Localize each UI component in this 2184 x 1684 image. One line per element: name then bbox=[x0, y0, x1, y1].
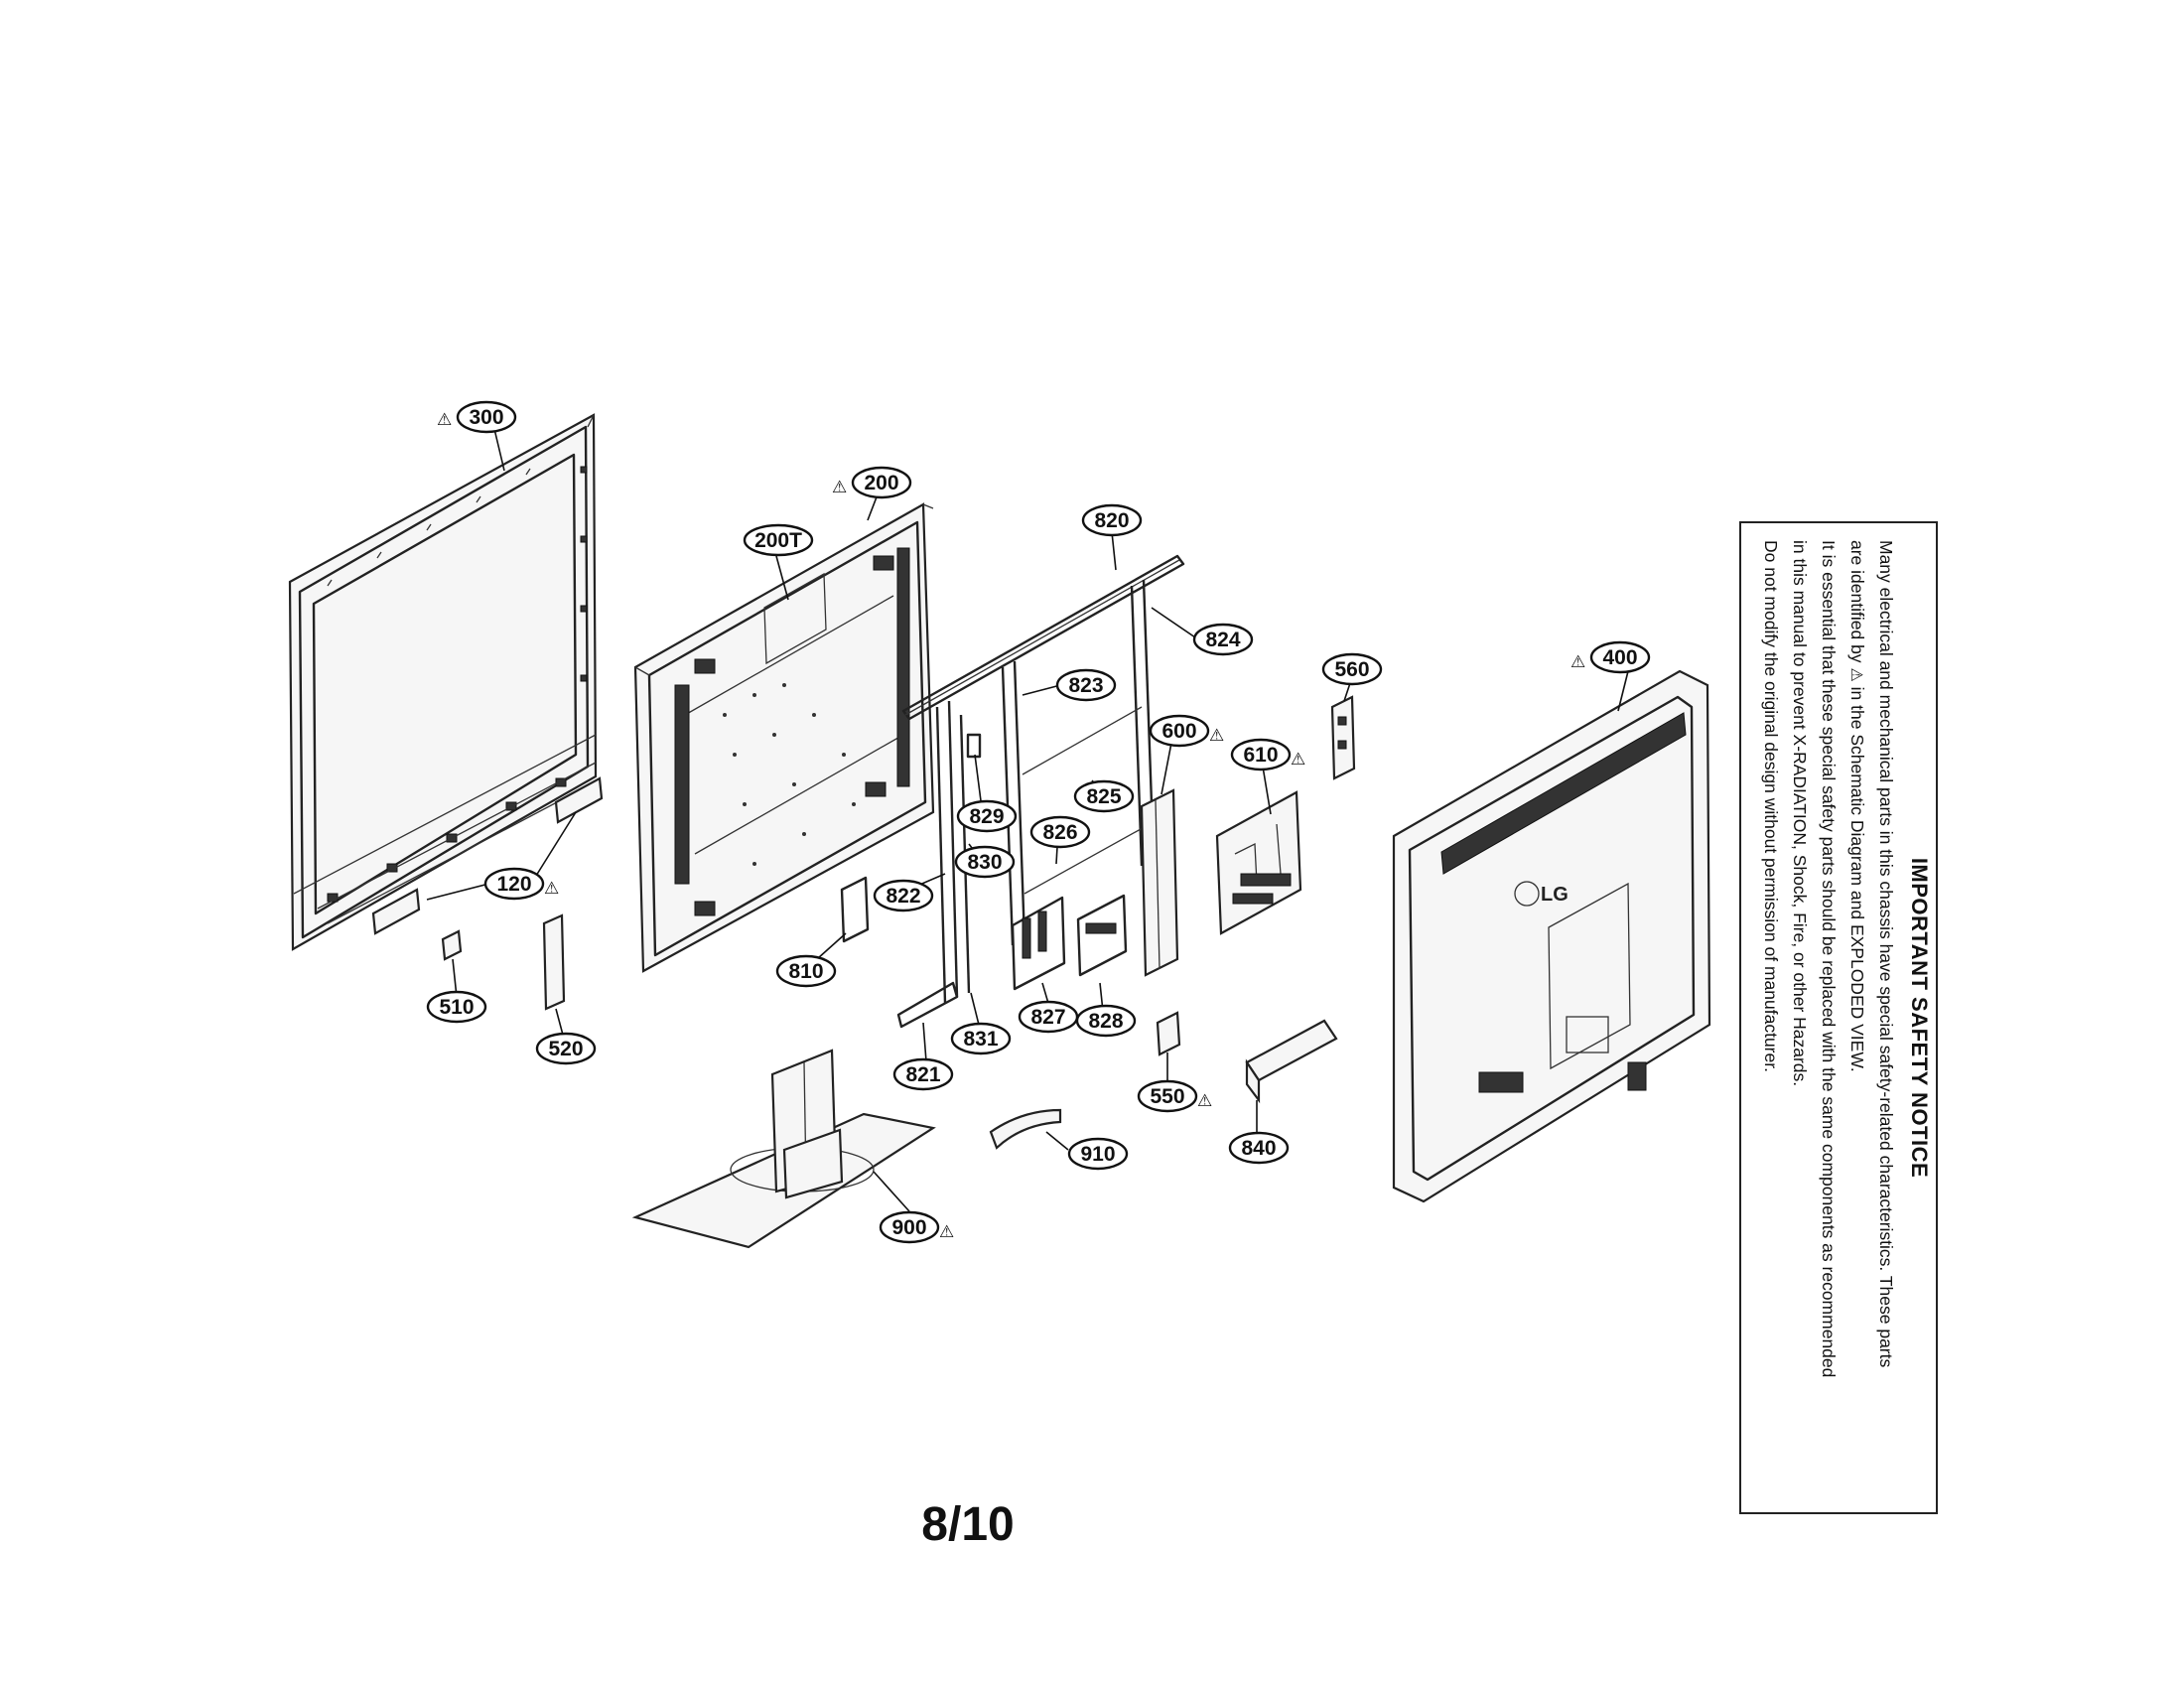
svg-text:810: 810 bbox=[788, 960, 823, 983]
callout-200: ⚠ 200 bbox=[832, 466, 912, 499]
callout-200T: 200T bbox=[743, 523, 814, 557]
control-button-120 bbox=[371, 776, 604, 935]
callout-822: 822 bbox=[873, 879, 934, 912]
svg-text:826: 826 bbox=[1042, 821, 1077, 844]
callout-829: 829 bbox=[956, 799, 1018, 833]
svg-text:824: 824 bbox=[1205, 629, 1240, 651]
cover-910 bbox=[989, 1108, 1062, 1150]
callout-826: 826 bbox=[1029, 815, 1091, 849]
svg-text:120: 120 bbox=[496, 873, 531, 896]
brand-logo: LG bbox=[1541, 884, 1569, 906]
callout-827: 827 bbox=[1018, 1000, 1079, 1034]
notice-line: in this manual to prevent X-RADIATION, S… bbox=[1790, 540, 1810, 1087]
callout-820: 820 bbox=[1081, 503, 1143, 537]
callout-900: 900 ⚠ bbox=[879, 1210, 954, 1244]
warning-icon: ⚠ bbox=[1197, 1091, 1212, 1111]
callout-831: 831 bbox=[950, 1022, 1012, 1055]
svg-text:200: 200 bbox=[864, 472, 898, 494]
svg-text:610: 610 bbox=[1243, 744, 1278, 767]
warning-icon: ⚠ bbox=[1209, 726, 1224, 746]
callout-840: 840 bbox=[1228, 1131, 1290, 1165]
notice-line: Many electrical and mechanical parts in … bbox=[1876, 540, 1896, 1368]
warning-icon: ⚠ bbox=[1570, 652, 1585, 672]
svg-text:510: 510 bbox=[439, 996, 474, 1019]
safety-notice-box bbox=[1739, 521, 1938, 1514]
svg-text:822: 822 bbox=[886, 885, 920, 908]
callout-600: 600 ⚠ bbox=[1149, 714, 1224, 748]
warning-icon: ⚠ bbox=[1847, 667, 1866, 682]
safety-notice: IMPORTANT SAFETY NOTICE Many electrical … bbox=[1736, 518, 1940, 1511]
svg-text:829: 829 bbox=[969, 805, 1004, 828]
svg-text:821: 821 bbox=[905, 1063, 940, 1086]
back-cover-400: LG bbox=[1392, 669, 1711, 1203]
callout-300: ⚠ 300 bbox=[437, 400, 517, 434]
svg-text:200T: 200T bbox=[754, 529, 802, 552]
callout-120: 120 ⚠ bbox=[483, 867, 559, 901]
callout-821: 821 bbox=[892, 1057, 954, 1091]
callout-910: 910 bbox=[1067, 1137, 1129, 1171]
callout-510: 510 bbox=[426, 990, 487, 1024]
svg-text:828: 828 bbox=[1088, 1010, 1123, 1033]
warning-icon: ⚠ bbox=[939, 1222, 954, 1242]
stand-900 bbox=[631, 1049, 936, 1249]
ir-board-510 bbox=[441, 929, 463, 961]
svg-text:560: 560 bbox=[1334, 658, 1369, 681]
callout-520: 520 bbox=[535, 1032, 597, 1065]
svg-text:820: 820 bbox=[1094, 509, 1129, 532]
svg-text:827: 827 bbox=[1030, 1006, 1065, 1029]
notice-line: Do not modify the original design withou… bbox=[1761, 540, 1781, 1072]
speaker-550 bbox=[1156, 1011, 1181, 1056]
pcb-827-828 bbox=[1011, 894, 1128, 991]
panel-module-200 bbox=[633, 502, 935, 973]
main-board-610 bbox=[1215, 790, 1302, 935]
warning-icon: ⚠ bbox=[832, 478, 847, 497]
callout-550: 550 ⚠ bbox=[1137, 1079, 1212, 1113]
svg-text:600: 600 bbox=[1161, 720, 1196, 743]
notice-title: IMPORTANT SAFETY NOTICE bbox=[1907, 857, 1932, 1179]
svg-text:825: 825 bbox=[1086, 785, 1121, 808]
svg-text:400: 400 bbox=[1602, 646, 1637, 669]
callout-823: 823 bbox=[1055, 668, 1117, 702]
page-number: 8/10 bbox=[921, 1498, 1015, 1551]
label-810 bbox=[840, 876, 870, 943]
bracket-840 bbox=[1245, 1019, 1338, 1104]
callout-828: 828 bbox=[1075, 1004, 1137, 1038]
callout-560: 560 bbox=[1321, 652, 1383, 686]
callout-400: ⚠ 400 bbox=[1570, 640, 1651, 674]
notice-line: are identified by ⚠ in the Schematic Dia… bbox=[1847, 540, 1867, 1072]
warning-icon: ⚠ bbox=[437, 410, 452, 430]
warning-icon: ⚠ bbox=[1291, 750, 1305, 770]
front-bezel-300 bbox=[288, 413, 598, 951]
svg-text:830: 830 bbox=[967, 851, 1002, 874]
key-board-520 bbox=[542, 913, 566, 1011]
svg-text:520: 520 bbox=[548, 1038, 583, 1060]
callout-824: 824 bbox=[1192, 623, 1254, 656]
callout-810: 810 bbox=[775, 954, 837, 988]
warning-icon: ⚠ bbox=[544, 879, 559, 899]
svg-text:300: 300 bbox=[469, 406, 503, 429]
pcb-600 bbox=[1140, 788, 1179, 977]
svg-text:823: 823 bbox=[1068, 674, 1103, 697]
svg-text:840: 840 bbox=[1241, 1137, 1276, 1160]
callout-825: 825 bbox=[1073, 779, 1135, 813]
chassis-frame-820 bbox=[896, 554, 1185, 1029]
svg-text:900: 900 bbox=[891, 1216, 926, 1239]
callout-610: 610 ⚠ bbox=[1230, 738, 1305, 772]
svg-text:910: 910 bbox=[1080, 1143, 1115, 1166]
svg-text:550: 550 bbox=[1150, 1085, 1184, 1108]
svg-text:831: 831 bbox=[963, 1028, 998, 1051]
notice-line: It is essential that these special safet… bbox=[1819, 540, 1839, 1378]
callout-830: 830 bbox=[954, 845, 1016, 879]
side-terminal-560 bbox=[1330, 695, 1356, 780]
